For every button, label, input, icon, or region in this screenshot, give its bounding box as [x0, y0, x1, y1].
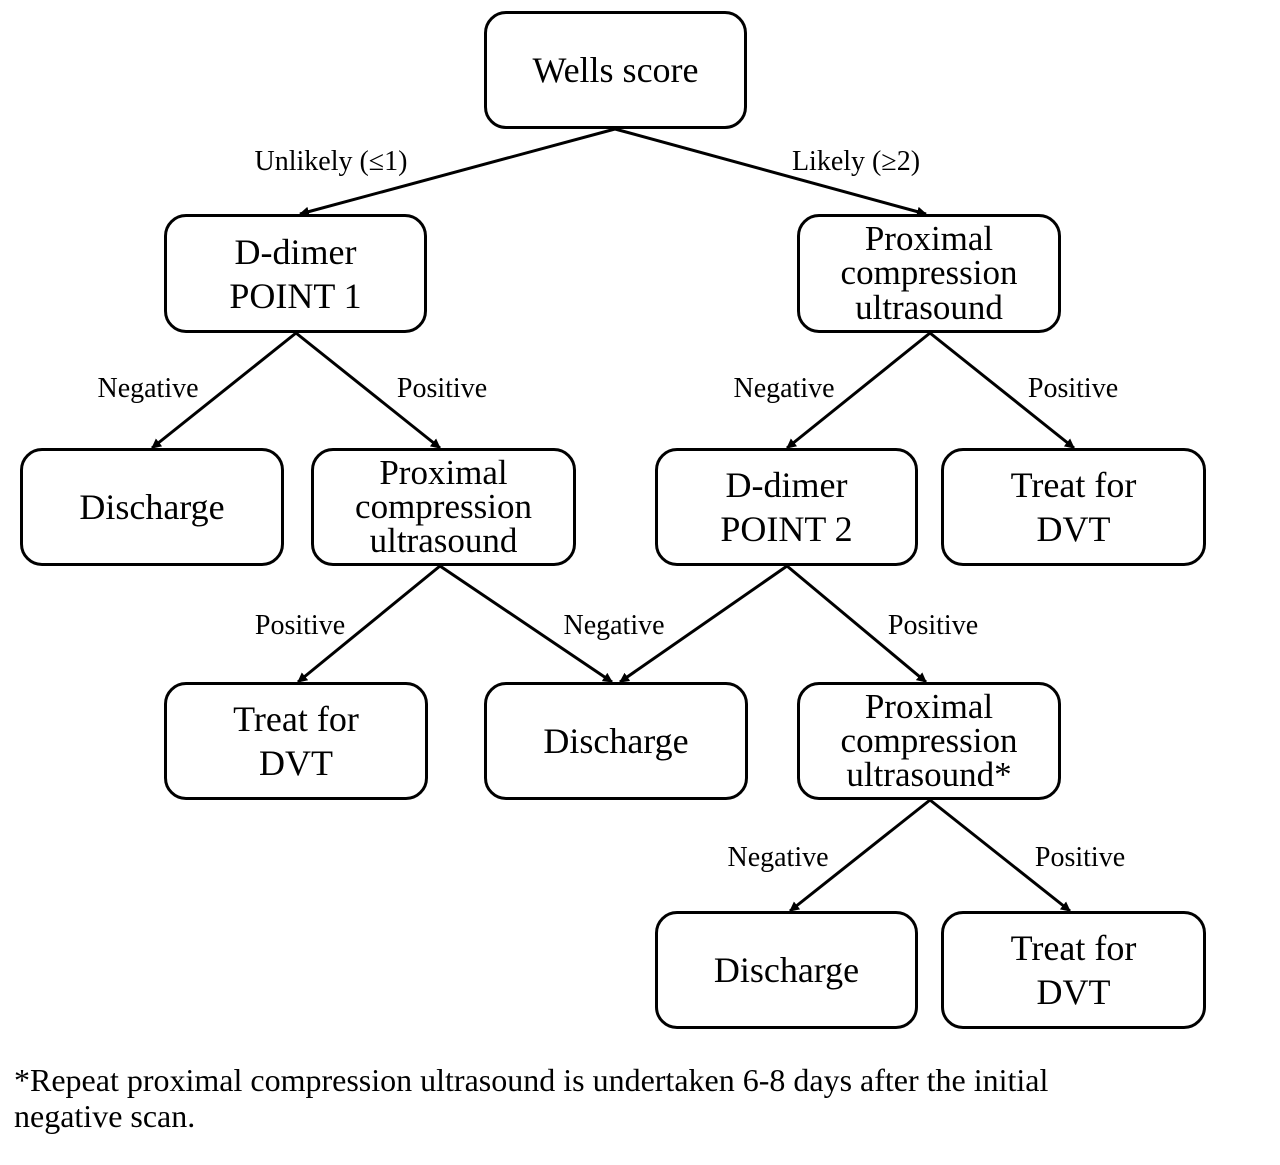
edge-pcu-top-to-ddimer2 — [786, 331, 931, 450]
edge-label-ddimer1-positive: Positive — [396, 373, 488, 404]
edge-ddimer1-to-discharge1 — [151, 331, 297, 450]
node-discharge-1: Discharge — [20, 448, 284, 566]
node-discharge-mid: Discharge — [484, 682, 748, 800]
node-discharge-bottom: Discharge — [655, 911, 918, 1029]
edge-wells-to-ddimer1 — [299, 127, 616, 217]
edge-pcu-top-to-treat-right — [929, 331, 1075, 450]
edge-pcu-repeat-to-treat-bottom — [929, 798, 1071, 913]
node-proximal-compression-ultrasound-left: Proximal compression ultrasound — [311, 448, 576, 566]
node-wells-score: Wells score — [484, 11, 747, 129]
node-treat-for-dvt-right: Treat for DVT — [941, 448, 1206, 566]
node-line: Treat for — [233, 699, 359, 739]
edge-label-pcu-top-negative: Negative — [733, 373, 835, 404]
node-line: Discharge — [79, 487, 225, 527]
edge-label-pcu-left-positive: Positive — [254, 610, 346, 641]
edge-label-ddimer1-negative: Negative — [97, 373, 199, 404]
edge-label-pcu-left-negative: Negative — [563, 610, 665, 641]
edge-label-repeat-positive: Positive — [1034, 842, 1126, 873]
node-proximal-compression-ultrasound-top: Proximal compression ultrasound — [797, 214, 1061, 333]
node-treat-for-dvt-left: Treat for DVT — [164, 682, 428, 800]
node-line: Discharge — [543, 721, 689, 761]
node-proximal-compression-ultrasound-repeat: Proximal compression ultrasound* — [797, 682, 1061, 800]
edge-ddimer2-to-discharge-mid — [619, 564, 788, 684]
edge-label-likely: Likely (≥2) — [791, 146, 921, 177]
node-line: DVT — [259, 743, 333, 783]
node-line: Proximal — [864, 219, 994, 259]
node-line: POINT 2 — [720, 509, 853, 549]
node-line: Proximal — [864, 686, 994, 726]
node-ddimer-point1: D-dimer POINT 1 — [164, 214, 427, 333]
node-line: Proximal — [379, 452, 508, 492]
edge-ddimer2-to-pcu-repeat — [786, 564, 927, 684]
node-line: ultrasound* — [846, 755, 1012, 795]
edge-pcu-left-to-treat-left — [297, 564, 441, 684]
node-line: ultrasound — [855, 287, 1003, 327]
node-line: ultrasound — [369, 521, 518, 561]
edge-wells-to-pcu-top — [614, 127, 927, 217]
node-ddimer-point2: D-dimer POINT 2 — [655, 448, 918, 566]
node-line: Wells score — [532, 50, 699, 90]
node-line: compression — [355, 486, 532, 526]
edge-label-unlikely: Unlikely (≤1) — [254, 146, 408, 177]
node-line: POINT 1 — [229, 275, 362, 316]
node-line: Discharge — [713, 950, 860, 990]
edge-pcu-repeat-to-discharge-bottom — [789, 798, 931, 913]
footnote-line: *Repeat proximal compression ultrasound … — [14, 1062, 1049, 1098]
edge-ddimer1-to-pcu-left — [295, 331, 441, 450]
node-line: Treat for — [1010, 465, 1137, 505]
edge-pcu-left-to-discharge-mid — [439, 564, 613, 684]
node-line: Treat for — [1010, 928, 1137, 968]
edge-label-repeat-negative: Negative — [727, 842, 829, 873]
footnote-line: negative scan. — [14, 1097, 196, 1134]
node-line: compression — [840, 253, 1018, 293]
footnote: *Repeat proximal compression ultrasound … — [14, 1062, 1276, 1135]
node-treat-for-dvt-bottom: Treat for DVT — [941, 911, 1206, 1029]
node-line: D-dimer — [725, 465, 848, 505]
edge-label-ddimer2-positive: Positive — [887, 610, 979, 641]
node-line: D-dimer — [234, 231, 357, 272]
node-line: compression — [840, 720, 1018, 760]
node-line: DVT — [1036, 972, 1111, 1012]
edge-label-pcu-top-positive: Positive — [1027, 373, 1119, 404]
node-line: DVT — [1036, 509, 1111, 549]
